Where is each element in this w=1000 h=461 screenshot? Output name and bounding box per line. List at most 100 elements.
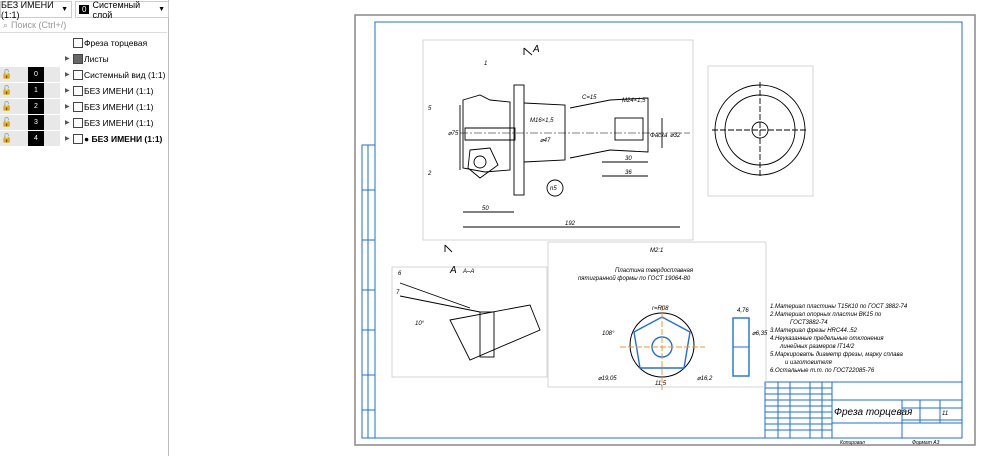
lock-icon[interactable]: 🔓 <box>1 85 13 95</box>
sheet-frame <box>361 21 963 439</box>
dimension: C=15 <box>582 95 597 101</box>
tree-item-label: Листы <box>84 53 109 64</box>
tree-item-view-0[interactable]: 🔓 0 ▶ Системный вид (1:1) <box>0 67 167 83</box>
view-boundaries <box>391 39 814 388</box>
folder-icon <box>73 54 83 64</box>
dimension: ⌀16,2 <box>697 376 713 382</box>
section-mark: A <box>449 265 457 276</box>
main-view <box>444 47 690 253</box>
dimension: 4,76 <box>737 308 749 314</box>
dimension: 192 <box>565 221 576 227</box>
title-block-name: Фреза торцевая <box>834 407 913 418</box>
insert-title: пятигранной формы по ГОСТ 19064-80 <box>578 275 691 282</box>
sheet-border <box>354 14 976 446</box>
title-block-copied: Копировал <box>840 440 865 446</box>
dimension: ⌀6,35 <box>752 331 768 337</box>
tree-item-label: БЕЗ ИМЕНИ (1:1) <box>84 101 154 112</box>
drawing-sheet: A A A–A 1 5 2 6 7 ⌀75 50 192 30 36 ⌀32 C… <box>354 14 976 446</box>
view-select[interactable]: БЕЗ ИМЕНИ (1:1) ▼ <box>0 0 72 20</box>
chevron-down-icon: ▼ <box>61 6 68 13</box>
dimension: r=R08 <box>652 306 669 312</box>
view-icon <box>73 70 83 80</box>
expand-arrow-icon[interactable]: ▶ <box>65 56 70 62</box>
view-number: 0 <box>28 67 44 82</box>
tree-item-label: БЕЗ ИМЕНИ (1:1) <box>84 85 154 96</box>
dimension: ⌀32 <box>670 133 681 139</box>
search-icon: ⌕ <box>3 19 9 30</box>
tree-item-view-1[interactable]: 🔓 1 ▶ БЕЗ ИМЕНИ (1:1) <box>0 83 167 99</box>
view-icon <box>73 134 83 144</box>
view-number: 2 <box>28 99 44 114</box>
dimension: 108° <box>602 331 615 337</box>
end-view <box>712 82 808 178</box>
drawing-labels: A A A–A 1 5 2 6 7 ⌀75 50 192 30 36 ⌀32 C… <box>396 44 948 446</box>
leader-label: 2 <box>427 171 432 177</box>
tree-item-label: Фреза торцевая <box>84 37 148 48</box>
note-line: линейных размеров IT14/2 <box>779 343 855 350</box>
tree-item-label: Системный вид (1:1) <box>84 69 166 80</box>
view-icon <box>73 86 83 96</box>
note-line: 2.Материал опорных пластин ВК15 по <box>769 312 882 318</box>
lock-icon[interactable]: 🔓 <box>1 69 13 79</box>
expand-arrow-icon[interactable]: ▶ <box>65 104 70 110</box>
note-line: и изготовителя <box>785 360 833 366</box>
tree-item-document[interactable]: Фреза торцевая <box>0 35 167 51</box>
leader-label: 7 <box>396 290 400 296</box>
title-block-sheets: 11 <box>942 411 948 417</box>
view-icon <box>73 118 83 128</box>
search-placeholder: Поиск (Ctrl+/) <box>11 20 67 30</box>
note-line: 5.Маркировать диаметр фрезы, марку сплав… <box>770 352 904 358</box>
tree-item-view-2[interactable]: 🔓 2 ▶ БЕЗ ИМЕНИ (1:1) <box>0 99 167 115</box>
note-line: 1.Материал пластины Т15К10 по ГОСТ 3882-… <box>770 304 908 310</box>
tree-item-view-4[interactable]: 🔓 4 ▶ ● БЕЗ ИМЕНИ (1:1) <box>0 131 167 147</box>
section-title: A–A <box>462 269 474 275</box>
search-input[interactable]: ⌕Поиск (Ctrl+/) <box>0 18 167 33</box>
dimension: n5 <box>550 186 557 192</box>
dimension: M16×1,5 <box>530 118 554 124</box>
leader-label: 1 <box>484 61 487 67</box>
note-line: 3.Материал фрезы HRC44..52 <box>770 328 858 334</box>
note-line: 4.Неуказанные предельные отклонения <box>770 336 884 342</box>
expand-arrow-icon[interactable]: ▶ <box>65 136 70 142</box>
dimension: ⌀19,05 <box>598 376 617 382</box>
expand-arrow-icon[interactable]: ▶ <box>65 88 70 94</box>
dimension: M24×1,5 <box>622 98 646 104</box>
section-mark: A <box>532 44 540 55</box>
scale-note: M2:1 <box>650 248 663 254</box>
dimension: 30 <box>625 156 632 162</box>
expand-arrow-icon[interactable]: ▶ <box>65 120 70 126</box>
tree-item-label: БЕЗ ИМЕНИ (1:1) <box>84 117 154 128</box>
document-icon <box>73 38 83 48</box>
layer-number: 0 <box>79 5 90 14</box>
dimension: ⌀47 <box>540 138 551 144</box>
layer-select-value: Системный слой <box>92 0 141 20</box>
drawing-canvas[interactable]: A A A–A 1 5 2 6 7 ⌀75 50 192 30 36 ⌀32 C… <box>169 0 1000 456</box>
leader-label: 5 <box>428 106 432 112</box>
expand-arrow-icon[interactable]: ▶ <box>65 72 70 78</box>
section-view <box>399 282 541 361</box>
lock-icon[interactable]: 🔓 <box>1 101 13 111</box>
note-line: ГОСТ3882-74 <box>790 320 828 326</box>
chevron-down-icon: ▼ <box>158 6 165 13</box>
view-select-value: БЕЗ ИМЕНИ (1:1) <box>1 0 54 20</box>
title-block-format: Формат A3 <box>912 440 940 446</box>
view-number: 4 <box>28 131 44 146</box>
dimension: 50 <box>482 206 489 212</box>
leader-label: 6 <box>398 271 402 277</box>
tree-item-sheets[interactable]: ▶ Листы <box>0 51 167 67</box>
dimension: Фаска <box>650 133 668 139</box>
dimension: 11,5 <box>655 381 667 387</box>
insert-detail <box>620 305 750 390</box>
dimension: 10° <box>415 321 425 327</box>
dimension: 36 <box>625 170 632 176</box>
view-number: 1 <box>28 83 44 98</box>
tree-item-view-3[interactable]: 🔓3▶БЕЗ ИМЕНИ (1:1) <box>0 115 167 131</box>
note-line: 6.Остальные т.т. по ГОСТ22085-76 <box>770 368 875 374</box>
view-icon <box>73 102 83 112</box>
tree-item-label: ● БЕЗ ИМЕНИ (1:1) <box>84 133 163 144</box>
dimension: ⌀75 <box>448 131 459 137</box>
lock-icon[interactable]: 🔓 <box>1 117 13 127</box>
lock-icon[interactable]: 🔓 <box>1 133 13 143</box>
